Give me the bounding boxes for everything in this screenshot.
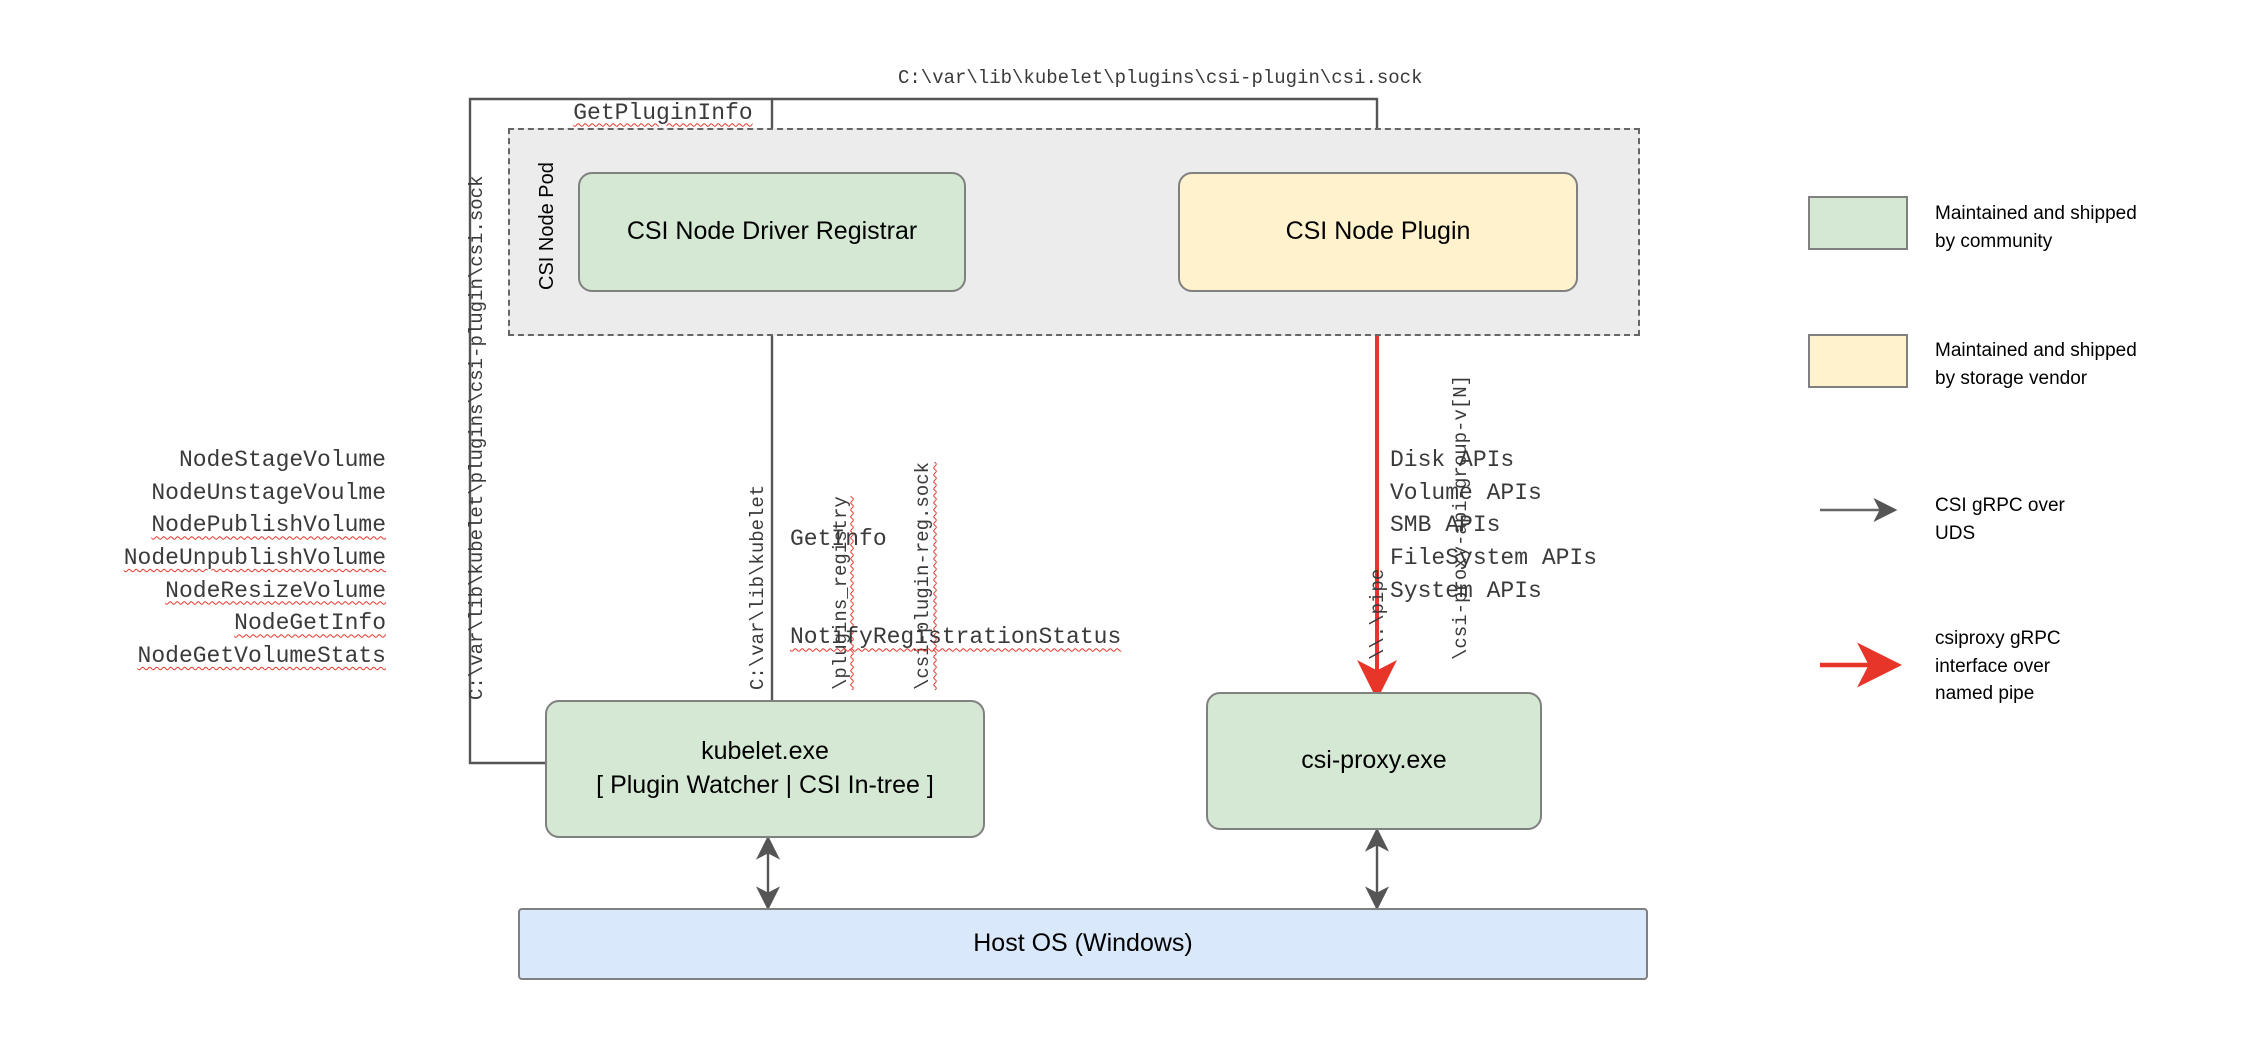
legend-label-community: Maintained and shipped by community — [1935, 203, 2137, 252]
notifyregistrationstatus-text: NotifyRegistrationStatus — [790, 624, 1122, 651]
label-csi-sock-path-top: C:\var\lib\kubelet\plugins\csi-plugin\cs… — [898, 67, 1423, 89]
node-csi-proxy-exe[interactable]: csi-proxy.exe — [1206, 692, 1542, 830]
api-item: NodeResizeVolume — [165, 577, 386, 604]
api-item: SMB APIs — [1390, 512, 1501, 539]
registry-path-line-1: C:\var\lib\kubelet — [747, 484, 770, 690]
api-item: System APIs — [1390, 577, 1542, 604]
node-host-os[interactable]: Host OS (Windows) — [518, 908, 1648, 980]
legend-swatch-community — [1808, 196, 1908, 250]
api-item: NodeUnstageVoulme — [151, 479, 386, 506]
csi-node-pod-label: CSI Node Pod — [536, 162, 558, 290]
api-item: NodeUnpublishVolume — [123, 544, 386, 571]
api-item: Volume APIs — [1390, 479, 1542, 506]
host-os-label: Host OS (Windows) — [973, 929, 1193, 958]
getinfo-text: GetInfo — [790, 526, 887, 553]
legend-swatch-vendor — [1808, 334, 1908, 388]
legend-label-vendor: Maintained and shipped by storage vendor — [1935, 340, 2137, 389]
api-item: Disk APIs — [1390, 447, 1515, 473]
getplugininfo-text: GetPluginInfo — [573, 99, 753, 126]
csi-node-api-list: NodeStageVolume NodeUnstageVoulme NodePu… — [104, 444, 386, 673]
api-item: FileSystem APIs — [1390, 544, 1598, 571]
kubelet-title: kubelet.exe — [701, 737, 829, 766]
legend-label-csiproxy-named-pipe: csiproxy gRPC interface over named pipe — [1935, 628, 2061, 705]
legend-label-csi-grpc-uds: CSI gRPC over UDS — [1935, 495, 2065, 544]
label-registration-calls: GetInfo NotifyRegistrationStatus — [790, 458, 1121, 719]
named-pipe-line-1: \\.\pipe — [1367, 568, 1390, 660]
api-item: NodePublishVolume — [151, 512, 386, 539]
api-item: NodeGetInfo — [234, 610, 386, 637]
node-kubelet-exe[interactable]: kubelet.exe [ Plugin Watcher | CSI In-tr… — [545, 700, 985, 838]
node-registrar-label: CSI Node Driver Registrar — [626, 217, 918, 246]
csi-proxy-api-list: Disk APIs Volume APIs SMB APIs FileSyste… — [1390, 444, 1597, 607]
api-item: NodeStageVolume — [178, 447, 386, 473]
kubelet-subtitle: [ Plugin Watcher | CSI In-tree ] — [596, 771, 934, 799]
node-csi-node-driver-registrar[interactable]: CSI Node Driver Registrar — [578, 172, 966, 292]
node-csi-node-plugin[interactable]: CSI Node Plugin — [1178, 172, 1578, 292]
node-csi-node-plugin-label: CSI Node Plugin — [1285, 217, 1471, 246]
label-getplugininfo: GetPluginInfo — [518, 64, 753, 162]
csi-proxy-label: csi-proxy.exe — [1301, 746, 1447, 775]
label-csi-sock-path-left: C:\var\lib\kubelet\plugins\csi-plugin\cs… — [466, 175, 488, 701]
api-item: NodeGetVolumeStats — [137, 642, 386, 669]
